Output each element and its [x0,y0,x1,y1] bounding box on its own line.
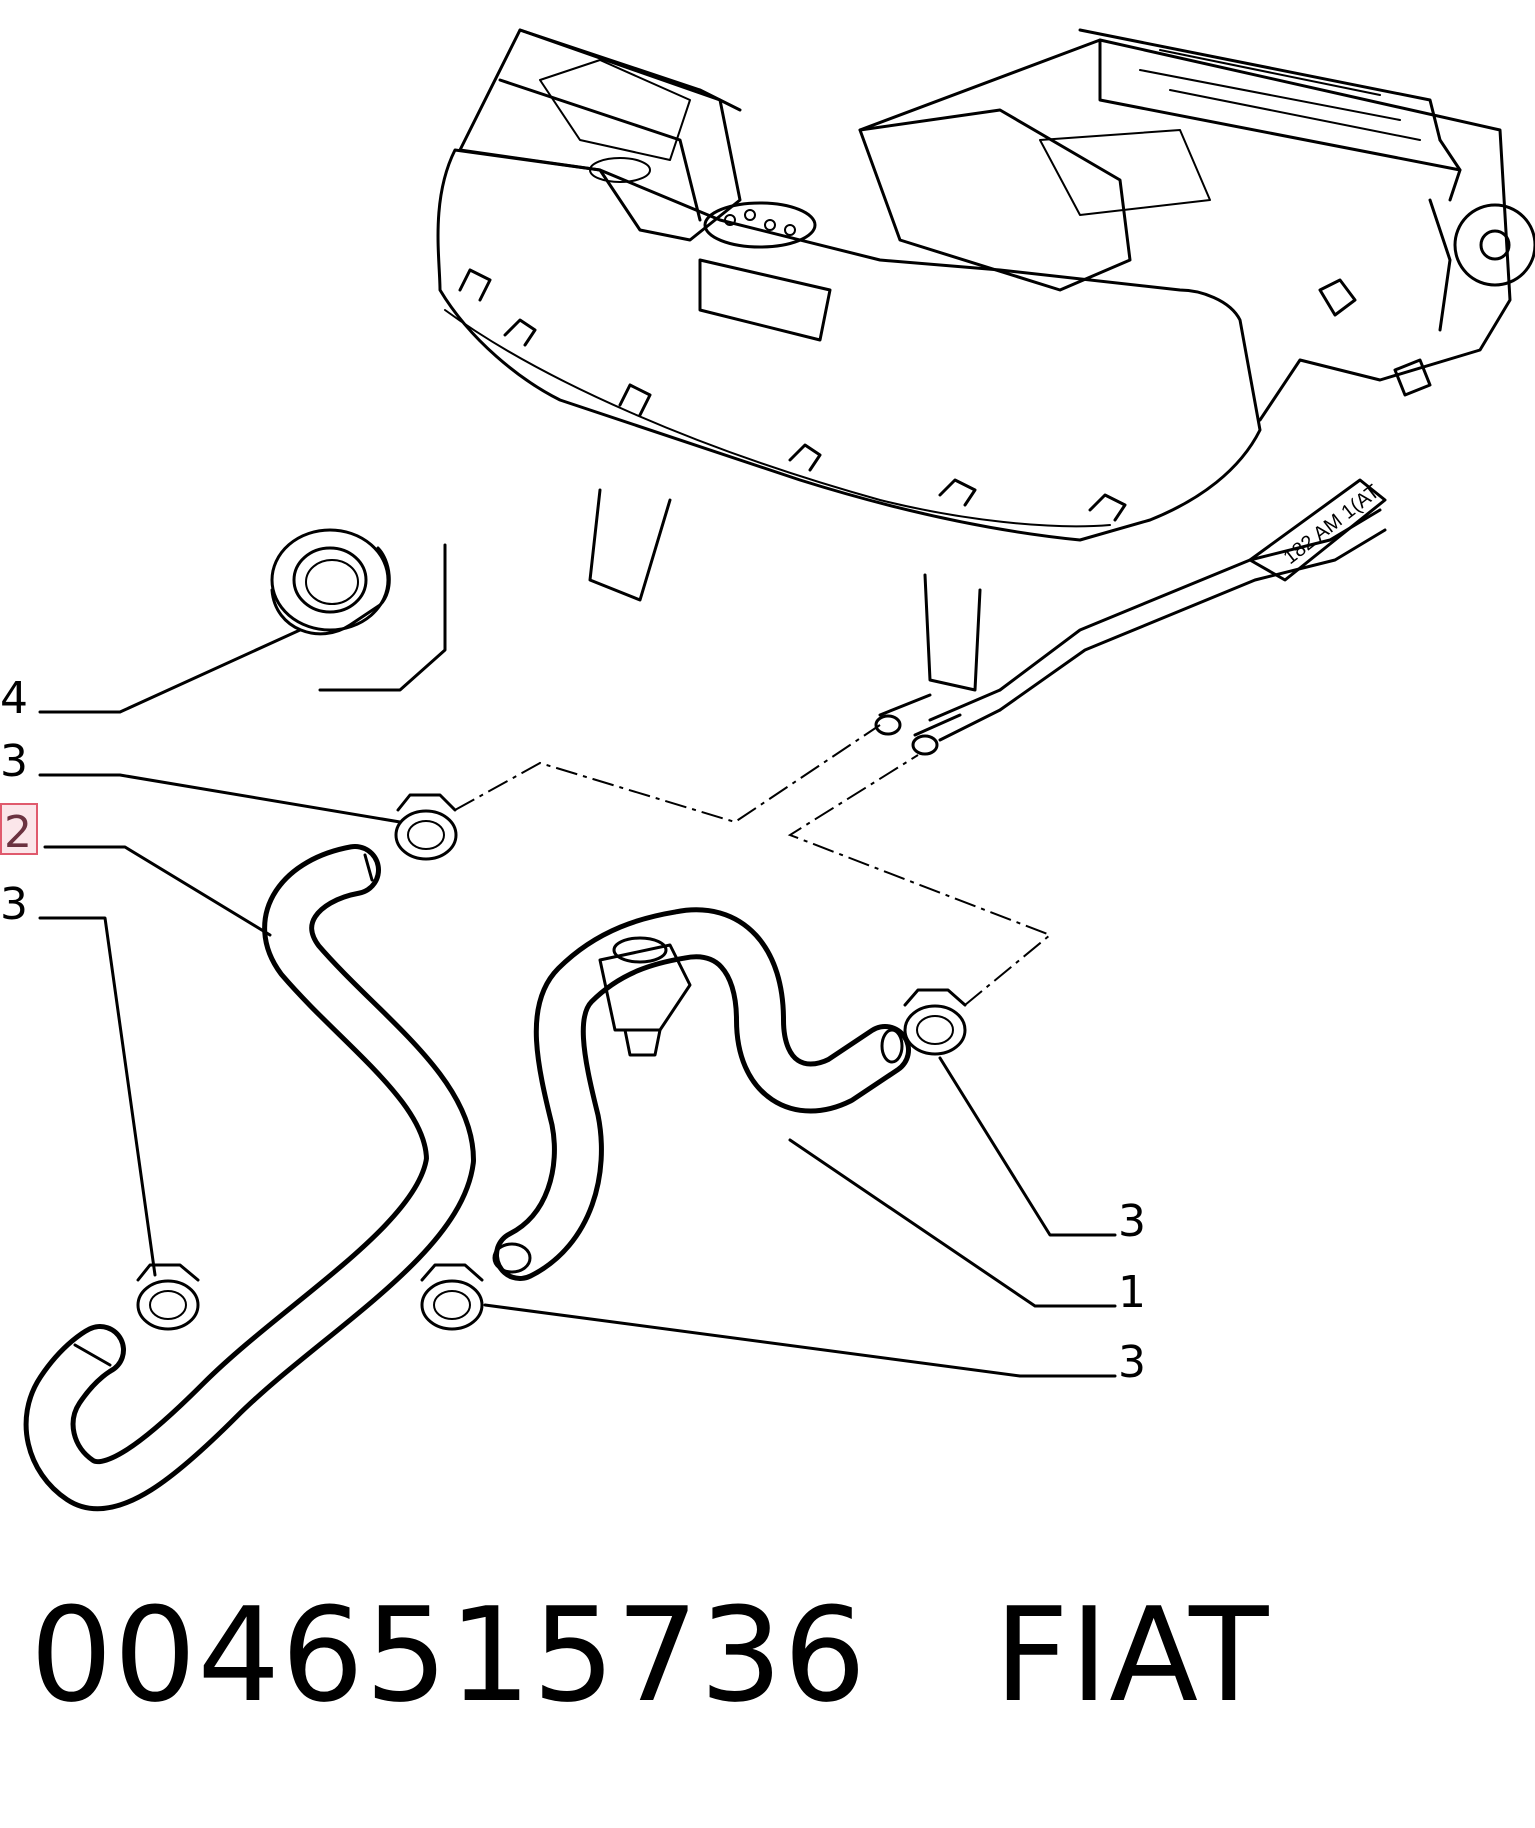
callout-2: 2 [4,807,32,858]
leader-3b [38,916,157,1277]
grommet-part-4 [270,528,391,636]
hose-part-2 [23,844,476,1512]
leader-3d [483,1303,1117,1378]
bracket-line-4 [318,543,447,692]
hose-clip-bottom [420,1263,484,1331]
pipe-marking-text: 182 AM 1(AT [1280,481,1384,569]
hose-clip-left [136,1263,200,1331]
assembly-line-1 [454,724,881,824]
leader-4 [38,628,302,714]
brand-name: FIAT [994,1579,1270,1731]
callout-3-bottom: 3 [1118,1337,1146,1388]
callout-3-top: 3 [0,736,28,787]
heater-box-assembly: 182 AM 1(AT [436,28,1535,756]
leader-2 [43,845,272,937]
callout-4: 4 [0,673,28,724]
callout-3-right: 3 [1118,1196,1146,1247]
hose-part-1 [492,907,911,1281]
hose-clip-right [903,988,967,1056]
part-number: 0046515736 [30,1579,868,1731]
leader-3a [38,773,402,824]
callout-1: 1 [1118,1267,1146,1318]
callout-2-highlight [0,803,38,855]
assembly-line-2 [787,754,1052,1006]
part-number-caption: 0046515736 FIAT [30,1590,1269,1720]
leader-1 [788,1138,1117,1308]
callout-3-left: 3 [0,879,28,930]
leader-3c [938,1056,1117,1237]
hose-clip-top [394,793,458,861]
